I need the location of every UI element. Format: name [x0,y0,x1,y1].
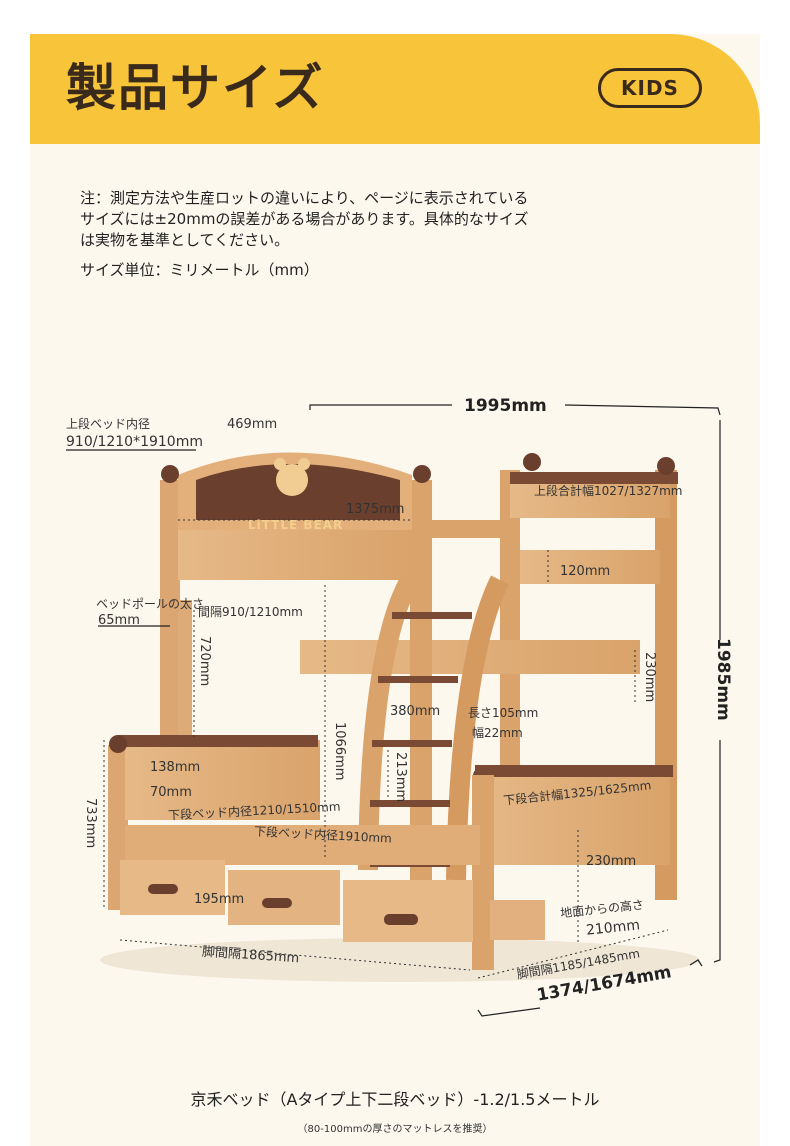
headboard-logo-text: LiTTLE BEAR [248,518,344,532]
note-line: は実物を基準としてください。 [80,231,290,249]
dim-138: 138mm [150,760,201,775]
dim-70: 70mm [150,785,192,800]
dim-width-1995: 1995mm [464,396,547,416]
dim-213: 213mm [393,752,408,803]
dim-230-lower: 230mm [586,854,637,869]
note-line: 注：測定方法や生産ロットの違いにより、ページに表示されている [80,189,529,207]
dimension-line [564,404,721,416]
bear-ear-icon [274,458,286,470]
dim-195: 195mm [194,892,245,907]
dim-upper-inner-title: 上段ベッド内径 [66,417,151,431]
upper-rail [430,520,510,538]
drawer [343,880,473,942]
lower-headboard [125,740,320,820]
guard-rail-top [510,472,678,484]
dimension-line [689,959,703,967]
bear-ear-icon [298,458,310,470]
post-cap [523,453,541,471]
lower-post [472,775,494,970]
dim-upper-sum-width: 上段合計幅1027/1327mm [534,484,683,498]
kids-badge: KIDS [598,68,702,108]
drawer [490,900,545,940]
dimension-line [713,740,721,963]
drawer-handle [262,898,292,908]
product-caption: 京禾ベッド（Aタイプ上下二段ベッド）-1.2/1.5メートル [190,1090,600,1109]
upper-rail [178,530,412,580]
drawer [228,870,340,925]
post-cap [161,465,179,483]
ladder-step [372,740,452,747]
page-title: 製品サイズ [66,59,325,117]
dim-gap: 間隔910/1210mm [198,605,303,619]
note-line: サイズには±20mmの誤差がある場合があります。具体的なサイズ [80,210,529,228]
header-banner [30,34,760,144]
dimension-line [309,404,452,410]
drawer-handle [148,884,178,894]
floor-shadow [100,938,700,982]
post-cap [657,457,675,475]
dim-step-length: 長さ105mm [468,706,539,720]
dim-720: 720mm [197,636,212,687]
dim-230-upper: 230mm [642,652,657,703]
dim-1375: 1375mm [346,502,405,517]
dim-pole-title: ベッドポールの太さ [96,597,205,611]
guard-rail [520,550,660,584]
dim-733: 733mm [83,798,98,849]
ladder-step [378,676,458,683]
dim-380: 380mm [390,704,441,719]
dim-pole-value: 65mm [98,613,140,628]
ladder-rail [358,575,419,871]
dim-469: 469mm [227,417,278,432]
dim-step-width: 幅22mm [472,726,523,740]
mattress-note: （80-100mmの厚さのマットレスを推奨） [297,1124,493,1135]
dotted-guide [119,939,471,971]
bed-pole [178,600,192,750]
lower-side-rail [125,825,480,865]
post-cap [109,735,127,753]
dim-1066: 1066mm [332,722,347,781]
guard-rail [510,480,670,518]
ladder-step [392,612,472,619]
bear-icon [276,464,308,496]
post-cap [413,465,431,483]
drawer-handle [384,914,418,925]
dim-height-1985: 1985mm [713,638,733,721]
ladder-step [370,800,450,807]
unit-note: サイズ単位：ミリメートル（mm） [80,261,319,279]
lower-footboard-top [475,765,673,777]
lower-footboard [475,770,670,865]
measurement-note: 注：測定方法や生産ロットの違いにより、ページに表示されている サイズには±20m… [80,188,610,251]
bed-post [160,480,180,750]
dimension-line [477,1007,541,1017]
bed-post [500,470,520,790]
lower-headboard-top [118,735,318,747]
dim-120: 120mm [560,564,611,579]
dim-upper-inner-value: 910/1210*1910mm [66,434,203,450]
